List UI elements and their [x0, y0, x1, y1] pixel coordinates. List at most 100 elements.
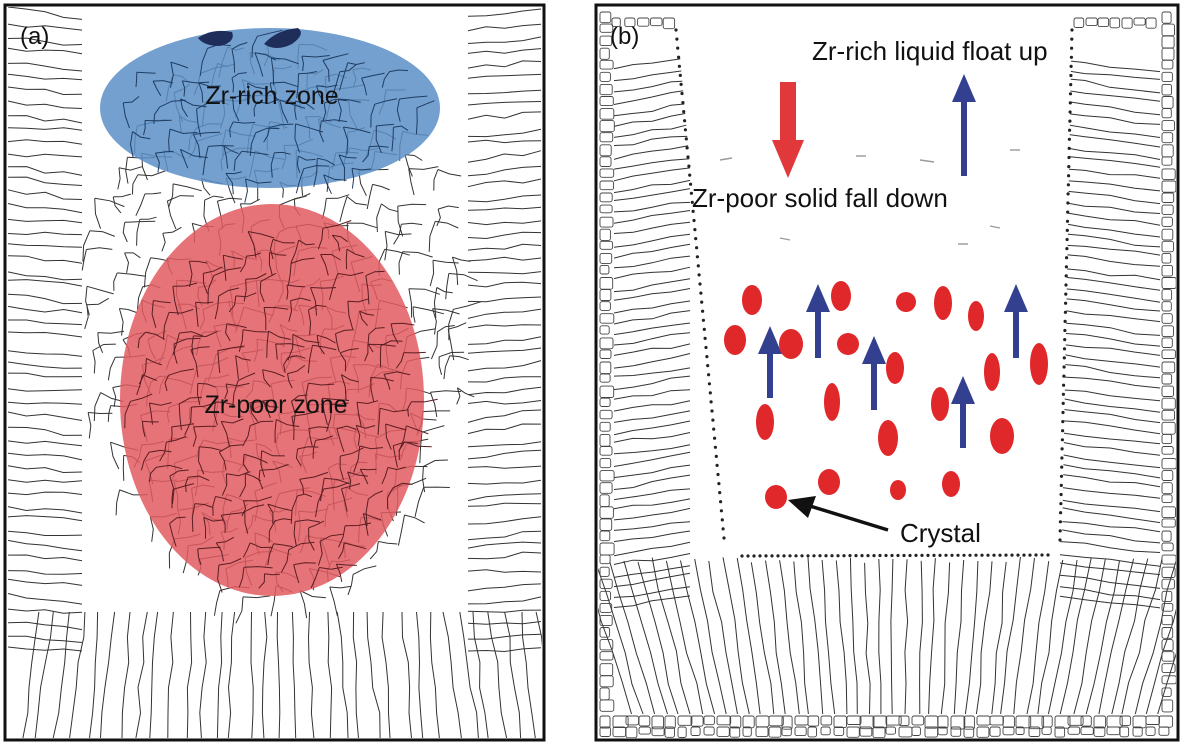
boundary-dot: [688, 173, 692, 177]
crack-line: [322, 397, 350, 401]
crack-line: [320, 254, 341, 261]
crack-line: [200, 178, 211, 196]
crack-line: [92, 343, 116, 351]
crack-line: [264, 307, 289, 310]
crack-line: [279, 99, 306, 109]
columnar-grain-line: [613, 201, 691, 213]
boundary-dot: [1065, 237, 1069, 242]
crack-line: [181, 80, 186, 97]
crack-line: [97, 330, 125, 334]
boundary-dot: [866, 554, 870, 558]
boundary-dot: [1066, 183, 1070, 187]
boundary-dot: [1058, 520, 1062, 524]
boundary-dot: [700, 300, 704, 304]
equiaxed-cell: [599, 675, 614, 688]
crack-line: [125, 157, 129, 184]
columnar-grain-line: [7, 388, 83, 392]
columnar-grain-line: [637, 561, 679, 715]
equiaxed-grain-border: [599, 11, 1176, 738]
crack-line: [228, 295, 237, 313]
fall-down-arrow: [772, 82, 804, 178]
crystal: [896, 292, 916, 312]
boundary-dot: [806, 554, 810, 558]
crack-line: [293, 564, 300, 584]
crack-line: [360, 468, 377, 471]
crack-line: [113, 272, 118, 291]
boundary-dot: [896, 553, 900, 558]
columnar-grain-line: [1059, 322, 1161, 336]
crack-line: [192, 426, 197, 447]
crack-line: [170, 426, 173, 443]
crack-line: [221, 418, 244, 424]
equiaxed-cell: [1161, 71, 1173, 83]
crack-line: [168, 129, 171, 153]
crack-line: [353, 445, 361, 473]
columnar-grain-line: [613, 243, 691, 259]
crack-line: [122, 102, 130, 129]
crack-line: [293, 521, 297, 546]
boundary-dot: [695, 255, 700, 259]
crack-line: [401, 222, 423, 226]
columnar-grain-line: [613, 451, 691, 467]
crack-line: [310, 287, 317, 316]
crack-line: [245, 178, 272, 184]
boundary-dot: [692, 218, 696, 223]
equiaxed-cell: [1161, 108, 1172, 119]
boundary-dot: [944, 553, 948, 557]
boundary-dot: [707, 382, 712, 386]
crack-line: [197, 382, 217, 388]
crack-line: [244, 504, 265, 513]
crack-line: [370, 377, 394, 382]
columnar-grain-line: [7, 440, 83, 447]
crack-line: [294, 101, 297, 120]
columnar-grain-line: [613, 565, 691, 578]
crack-line: [345, 249, 348, 270]
columnar-grain-line: [7, 350, 83, 357]
crack-line: [184, 406, 192, 436]
zr-rich-zone-cracks: [122, 29, 435, 203]
boundary-dot: [1063, 319, 1067, 323]
crack-line: [291, 410, 320, 417]
liquid-pool-boundary: [674, 28, 1074, 558]
equiaxed-cell: [664, 726, 675, 738]
boundary-dot: [715, 463, 719, 467]
crack-line: [237, 372, 256, 381]
boundary-dot: [684, 137, 688, 141]
boundary-dot: [740, 554, 744, 558]
equiaxed-cell: [599, 264, 610, 275]
equiaxed-cell: [1161, 590, 1173, 603]
columnar-grain-line: [7, 166, 83, 176]
crack-line: [437, 205, 459, 210]
equiaxed-cell: [599, 446, 613, 456]
crack-line: [377, 408, 381, 436]
crack-line: [202, 273, 208, 294]
equiaxed-cell: [599, 614, 613, 627]
crack-line: [123, 96, 140, 104]
crack-line: [346, 196, 367, 206]
panel-b-frame: [594, 3, 1180, 742]
crystal-label: Crystal: [900, 518, 981, 548]
boundary-dot: [1066, 192, 1070, 196]
equiaxed-cell: [937, 726, 948, 736]
crack-line: [256, 98, 280, 104]
columnar-grain-line: [467, 178, 542, 188]
crack-line: [250, 420, 274, 427]
crack-line: [346, 248, 365, 258]
crack-line: [343, 126, 371, 134]
crack-line: [87, 412, 92, 439]
boundary-dot: [1034, 553, 1038, 557]
crack-line: [310, 287, 337, 289]
boundary-dot: [693, 228, 697, 232]
boundary-dot: [683, 128, 688, 132]
crystal: [890, 480, 906, 500]
crack-line: [370, 377, 375, 402]
crack-line: [215, 401, 235, 406]
crack-line: [190, 346, 210, 351]
columnar-grain-line: [1059, 244, 1161, 256]
boundary-dot: [764, 554, 768, 558]
boundary-dot: [782, 554, 786, 558]
boundary-dot: [713, 445, 718, 449]
crack-line: [398, 441, 406, 461]
columnar-grain-line: [7, 73, 83, 81]
crack-line: [323, 174, 332, 195]
